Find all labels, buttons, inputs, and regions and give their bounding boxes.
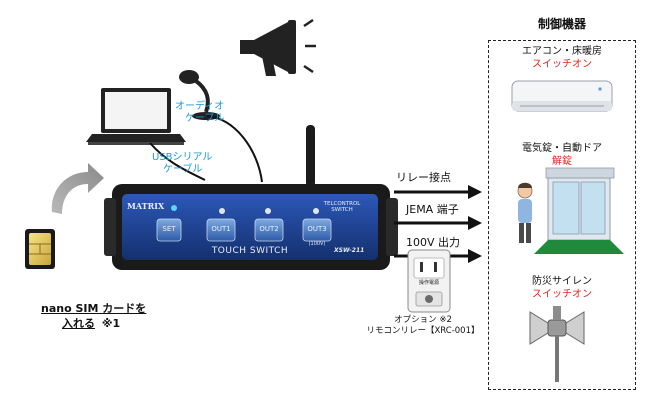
audio-cable-label: オーディオ ケーブル <box>175 101 224 124</box>
megaphone-icon <box>240 18 316 76</box>
out3-sublabel: (100V) <box>308 241 326 247</box>
relay-arrow <box>394 185 482 199</box>
siren-icon <box>529 306 585 382</box>
sim-instruction-line2: 入れる <box>62 316 95 330</box>
siren-name: 防災サイレン <box>532 276 592 287</box>
antenna <box>306 125 315 187</box>
air-conditioner-icon <box>511 80 613 112</box>
device-brand: MATRIX <box>127 201 165 211</box>
usb-cable-label: USBシリアル ケーブル <box>152 152 212 175</box>
microphone-icon <box>179 70 220 120</box>
laptop-icon <box>86 88 186 145</box>
usb-cable <box>149 142 206 181</box>
controlled-devices-box <box>488 40 636 390</box>
door-action: 解錠 <box>552 155 572 167</box>
out2-button[interactable]: OUT2 <box>259 225 279 233</box>
audio-cable-label-line1: オーディオ <box>175 101 225 112</box>
door-label: 電気錠・自動ドア 解錠 <box>488 143 636 167</box>
option-caption: オプション ※2 リモコンリレー【XRC-001】 <box>360 315 486 337</box>
curved-arrow-icon <box>51 163 104 214</box>
sim-instruction: nano SIM カードを 入れる ※1 <box>41 302 147 330</box>
audio-cable-label-line2: ケーブル <box>185 112 225 124</box>
jema-arrow <box>394 216 482 230</box>
usb-cable-label-line1: USBシリアル <box>152 152 213 163</box>
sim-card-icon <box>25 229 55 269</box>
aircon-action: スイッチオン <box>532 58 592 70</box>
out2-button-shape <box>254 218 284 242</box>
telcontrol-line1: TELCONTROL <box>323 201 361 207</box>
aircon-name: エアコン・床暖房 <box>522 46 602 57</box>
telcontrol-line2: SWITCH <box>331 207 353 214</box>
audio-cable <box>206 115 263 183</box>
usb-cable-label-line2: ケーブル <box>163 163 203 175</box>
device-telcontrol: TELCONTROL SWITCH <box>322 201 362 214</box>
out1-button[interactable]: OUT1 <box>211 225 231 233</box>
door-name: 電気錠・自動ドア <box>522 143 602 154</box>
option-caption-line1: オプション ※2 <box>394 315 452 325</box>
relay-output-label: リレー接点 <box>396 171 451 184</box>
remote-relay-label: 操作電源 <box>418 280 439 286</box>
jema-output-label: JEMA 端子 <box>406 203 459 216</box>
set-button[interactable]: SET <box>162 225 176 233</box>
device-panel-label: TOUCH SWITCH <box>211 246 289 256</box>
aircon-label: エアコン・床暖房 スイッチオン <box>488 46 636 70</box>
remote-relay-icon <box>407 249 451 313</box>
sim-instruction-line1: nano SIM カードを <box>41 302 147 315</box>
out3-button[interactable]: OUT3 <box>307 225 327 233</box>
controlled-devices-title: 制御機器 <box>537 17 586 31</box>
set-button-shape <box>156 218 182 242</box>
automatic-door-icon <box>534 167 624 254</box>
siren-label: 防災サイレン スイッチオン <box>488 276 636 300</box>
out3-button-shape <box>302 218 332 242</box>
device-model: XSW-211 <box>334 247 365 254</box>
out1-button-shape <box>206 218 236 242</box>
sim-instruction-note: ※1 <box>101 316 121 330</box>
siren-action: スイッチオン <box>532 288 592 300</box>
option-caption-line2: リモコンリレー【XRC-001】 <box>366 325 480 336</box>
ac100-output-label: 100V 出力 <box>406 236 461 249</box>
touch-switch-device <box>104 184 398 270</box>
person-icon <box>517 182 533 243</box>
